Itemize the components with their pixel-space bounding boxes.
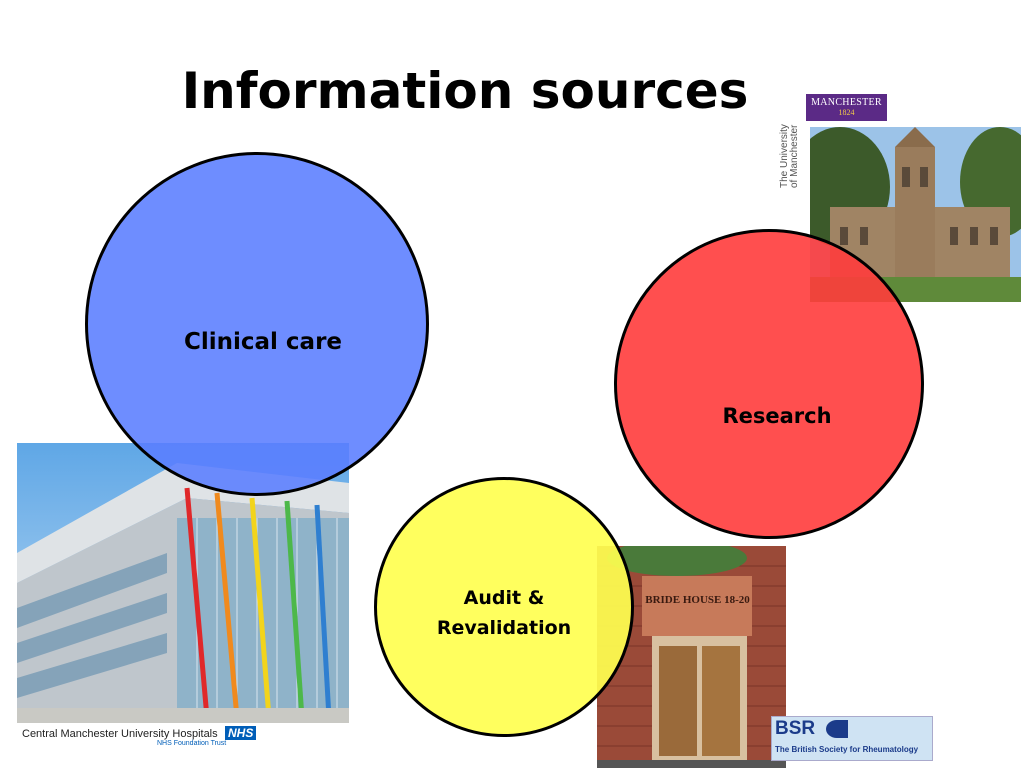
research-label: Research <box>722 404 832 428</box>
slide-title: Information sources <box>181 62 749 120</box>
research-circle: Research <box>614 229 924 539</box>
bsr-logo-text: BSR <box>775 718 816 739</box>
clinical-care-circle: Clinical care <box>85 152 429 496</box>
bsr-logo-subtext: The British Society for Rheumatology <box>775 745 919 754</box>
cmuh-logo-subtext: NHS Foundation Trust <box>157 740 227 747</box>
hospital-photo: Central Manchester University Hospitals … <box>17 443 349 751</box>
nhs-badge: NHS <box>225 726 257 740</box>
audit-revalidation-label: Audit & Revalidation <box>436 587 572 639</box>
manchester-logo-text: MANCHESTER <box>811 97 882 108</box>
bride-house-image <box>597 546 786 768</box>
manchester-side-text: The University of Manchester <box>779 124 800 188</box>
bsr-logo: BSR The British Society for Rheumatology <box>771 716 933 761</box>
bride-house-sign: BRIDE HOUSE 18-20 <box>645 594 750 606</box>
bride-house-photo: BRIDE HOUSE 18-20 <box>597 546 786 768</box>
manchester-logo-year: 1824 <box>838 108 855 117</box>
manchester-logo: MANCHESTER 1824 <box>806 94 887 121</box>
bsr-logo-mark-icon <box>826 720 848 738</box>
clinical-care-label: Clinical care <box>183 329 343 355</box>
audit-revalidation-circle: Audit & Revalidation <box>374 477 634 737</box>
cmuh-logo: Central Manchester University Hospitals … <box>17 723 349 751</box>
cmuh-logo-text: Central Manchester University Hospitals <box>22 728 218 740</box>
